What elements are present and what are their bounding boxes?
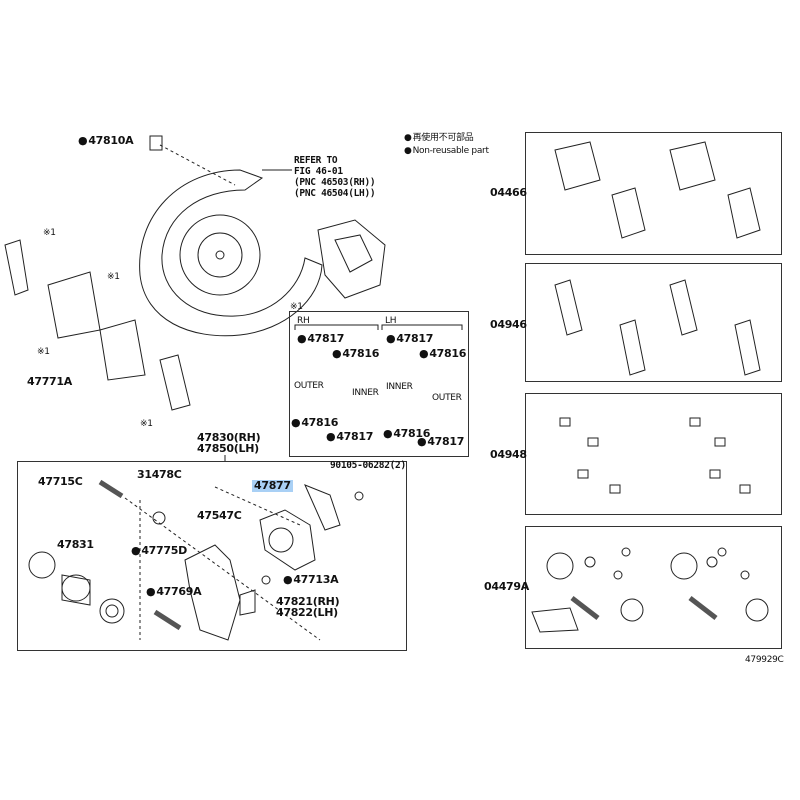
- part-47817[interactable]: 47817: [326, 431, 373, 443]
- part-label: 47816: [342, 347, 380, 360]
- brake-pad: [99, 319, 146, 381]
- kit-04946[interactable]: 04946: [490, 318, 527, 331]
- figure-id: 479929C: [745, 655, 784, 665]
- part-47817[interactable]: 47817: [386, 333, 433, 345]
- boot: [152, 511, 166, 525]
- ref-mark: ※1: [290, 302, 303, 312]
- kit-04466-drawing: [554, 141, 761, 239]
- ref-mark: ※1: [140, 419, 153, 429]
- part-47830[interactable]: 47830(RH): [197, 431, 261, 444]
- legend-en: Non-reusable part: [404, 145, 489, 157]
- piston: [61, 574, 91, 606]
- part-47769A[interactable]: 47769A: [146, 586, 201, 598]
- part-47850[interactable]: 47850(LH): [197, 442, 259, 455]
- part-47715C[interactable]: 47715C: [38, 475, 83, 488]
- outer-label: OUTER: [432, 393, 462, 403]
- backing-plate: [139, 169, 323, 337]
- part-47771A[interactable]: 47771A: [27, 375, 72, 388]
- outer-label: OUTER: [294, 381, 324, 391]
- legend-jp-text: 再使用不可部品: [412, 133, 474, 143]
- part-47816[interactable]: 47816: [332, 348, 379, 360]
- part-47817[interactable]: 47817: [417, 436, 464, 448]
- caliper-assembly-drawing: [317, 219, 386, 299]
- part-label: 47817: [307, 332, 345, 345]
- part-47816[interactable]: 47816: [419, 348, 466, 360]
- kit-box-04946: [525, 263, 782, 382]
- part-47810A[interactable]: 47810A: [78, 135, 133, 147]
- part-47821[interactable]: 47821(RH): [276, 595, 340, 608]
- part-label: 47816: [429, 347, 467, 360]
- leader-47810A: [159, 144, 236, 186]
- part-label: 47817: [396, 332, 434, 345]
- kit-04946-drawing: [554, 279, 761, 376]
- part-47817[interactable]: 47817: [297, 333, 344, 345]
- ref-mark: ※1: [107, 272, 120, 282]
- part-label: 47816: [301, 416, 339, 429]
- part-label: 47769A: [156, 585, 202, 598]
- part-47547C[interactable]: 47547C: [197, 509, 242, 522]
- inner-label: INNER: [386, 382, 413, 392]
- rh-label: RH: [297, 316, 310, 326]
- kit-04466[interactable]: 04466: [490, 186, 527, 199]
- piston-boot: [99, 598, 125, 624]
- part-47810A-label: 47810A: [88, 134, 134, 147]
- inner-label: INNER: [352, 388, 379, 398]
- caliper-body: [259, 509, 316, 571]
- part-47713A[interactable]: 47713A: [283, 574, 338, 586]
- seal: [28, 551, 56, 579]
- kit-04479A-drawing: [531, 547, 769, 633]
- part-47816[interactable]: 47816: [291, 417, 338, 429]
- legend-jp: 再使用不可部品: [404, 132, 474, 144]
- kit-04479A[interactable]: 04479A: [484, 580, 529, 593]
- part-47831[interactable]: 47831: [57, 538, 94, 551]
- clip-detail-box: [289, 311, 469, 457]
- part-47877-highlighted[interactable]: 47877: [252, 479, 293, 492]
- refer-note-2: FIG 46-01: [294, 166, 343, 177]
- lh-label: LH: [385, 316, 397, 326]
- brake-pad: [159, 354, 191, 411]
- brake-pad: [47, 271, 101, 339]
- refer-note-3: (PNC 46503(RH)): [294, 177, 376, 188]
- part-90105-06282[interactable]: 90105-06282(2): [330, 460, 406, 471]
- kit-box-04479A: [525, 526, 782, 649]
- part-label: 47713A: [293, 573, 339, 586]
- brake-pad: [4, 239, 29, 296]
- kit-04948[interactable]: 04948: [490, 448, 527, 461]
- part-47775D[interactable]: 47775D: [131, 545, 187, 557]
- caliper-detail-box: [17, 461, 407, 651]
- part-label: 47817: [336, 430, 374, 443]
- shim: [304, 484, 341, 531]
- kit-box-04466: [525, 132, 782, 255]
- kit-04948-drawing: [559, 417, 751, 494]
- refer-note-4: (PNC 46504(LH)): [294, 188, 376, 199]
- part-label: 47775D: [141, 544, 187, 557]
- part-31478C[interactable]: 31478C: [137, 468, 182, 481]
- kit-box-04948: [525, 393, 782, 515]
- part-47822[interactable]: 47822(LH): [276, 606, 338, 619]
- refer-note-1: REFER TO: [294, 155, 338, 166]
- bolt-47810A: [149, 135, 163, 151]
- ref-mark: ※1: [43, 228, 56, 238]
- part-label: 47817: [427, 435, 465, 448]
- legend-en-text: Non-reusable part: [412, 146, 489, 156]
- ref-mark: ※1: [37, 347, 50, 357]
